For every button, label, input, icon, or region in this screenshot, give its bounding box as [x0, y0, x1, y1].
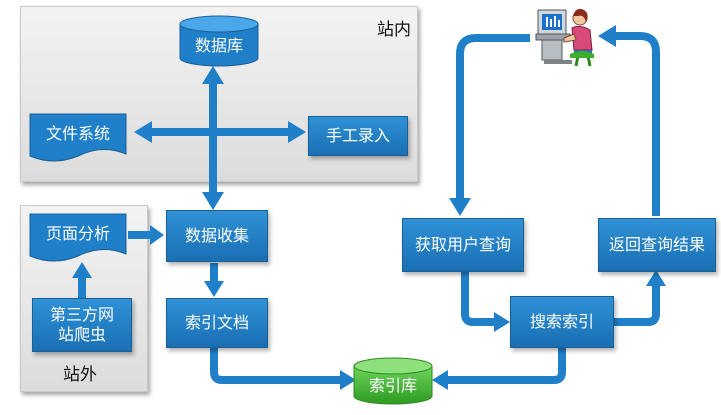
- database-cylinder-shape: [179, 15, 259, 67]
- arrow-search-to-store: [446, 348, 566, 384]
- third-party-crawler-node: 第三方网 站爬虫: [32, 298, 132, 352]
- index-store-label: 索引库: [368, 376, 417, 395]
- index-document-node: 索引文档: [166, 298, 268, 348]
- arrow-index-doc-to-store: [210, 344, 342, 384]
- page-analysis-shape: [29, 213, 127, 262]
- file-system-node: 文件系统: [28, 112, 128, 164]
- region-inside-label: 站内: [377, 20, 411, 40]
- user-computer-icon: [534, 4, 598, 70]
- arrow-collection-to-index-doc: [204, 263, 224, 297]
- page-analysis-node: 页面分析: [28, 212, 128, 264]
- third-party-crawler-line1: 第三方网: [49, 305, 114, 324]
- arrow-page-analysis-to-collection: [128, 225, 164, 245]
- index-store-cylinder: 索引库: [352, 356, 434, 406]
- third-party-crawler-line2: 站爬虫: [57, 325, 106, 344]
- page-analysis-label: 页面分析: [45, 224, 110, 243]
- arrow-crawler-to-page-analysis: [72, 262, 92, 298]
- manual-entry-node: 手工录入: [308, 116, 408, 156]
- database-cylinder: 数据库: [178, 14, 260, 68]
- data-collection-node: 数据收集: [166, 210, 268, 262]
- cross-arrow-vertical: [202, 66, 224, 210]
- arrow-user-to-query: [456, 34, 530, 200]
- index-store-cylinder-shape: [353, 357, 433, 405]
- return-results-node: 返回查询结果: [598, 218, 716, 272]
- arrow-results-to-user: [616, 32, 660, 216]
- search-index-node: 搜索索引: [510, 296, 614, 348]
- arrow-search-to-results: [614, 284, 660, 326]
- file-system-label: 文件系统: [45, 124, 110, 143]
- cross-arrow-horizontal: [134, 121, 306, 143]
- get-user-query-node: 获取用户查询: [402, 218, 524, 272]
- database-label: 数据库: [194, 36, 243, 55]
- file-system-shape: [29, 113, 127, 162]
- region-outside-label: 站外: [63, 365, 97, 385]
- arrow-query-to-search: [461, 270, 496, 326]
